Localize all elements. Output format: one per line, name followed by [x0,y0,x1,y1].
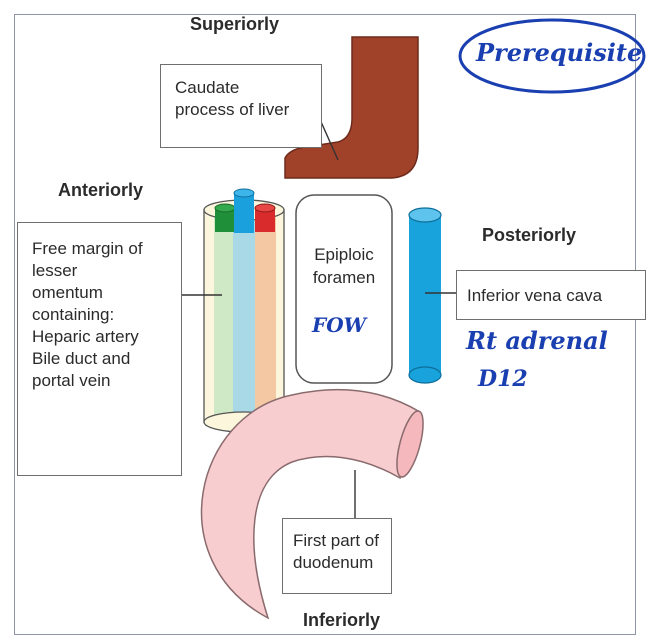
duodenum-label-box: First part of duodenum [282,518,392,594]
note-fow: FOW [312,313,366,337]
heading-inferiorly: Inferiorly [303,610,380,631]
ivc-cylinder [409,208,441,383]
note-d12: D12 [478,366,528,392]
ivc-label-box: Inferior vena cava [456,270,646,320]
heading-posteriorly: Posteriorly [482,225,576,246]
note-prerequisite: Prerequisite [476,38,642,67]
portal-triad-cylinder [204,189,284,432]
caudate-label-box: Caudate process of liver [160,64,322,148]
epiploic-label: Epiploic foramen [296,243,392,289]
epiploic-foramen-shape [296,195,392,383]
note-rt-adrenal: Rt adrenal [466,326,608,355]
heading-anteriorly: Anteriorly [58,180,143,201]
caudate-label: Caudate process of liver [175,78,289,119]
heading-superiorly: Superiorly [190,14,279,35]
free-margin-label-box: Free margin of lesser omentum containing… [17,222,182,476]
duodenum-label: First part of duodenum [293,531,379,572]
free-margin-label: Free margin of lesser omentum containing… [32,239,143,390]
ivc-label: Inferior vena cava [467,286,602,305]
